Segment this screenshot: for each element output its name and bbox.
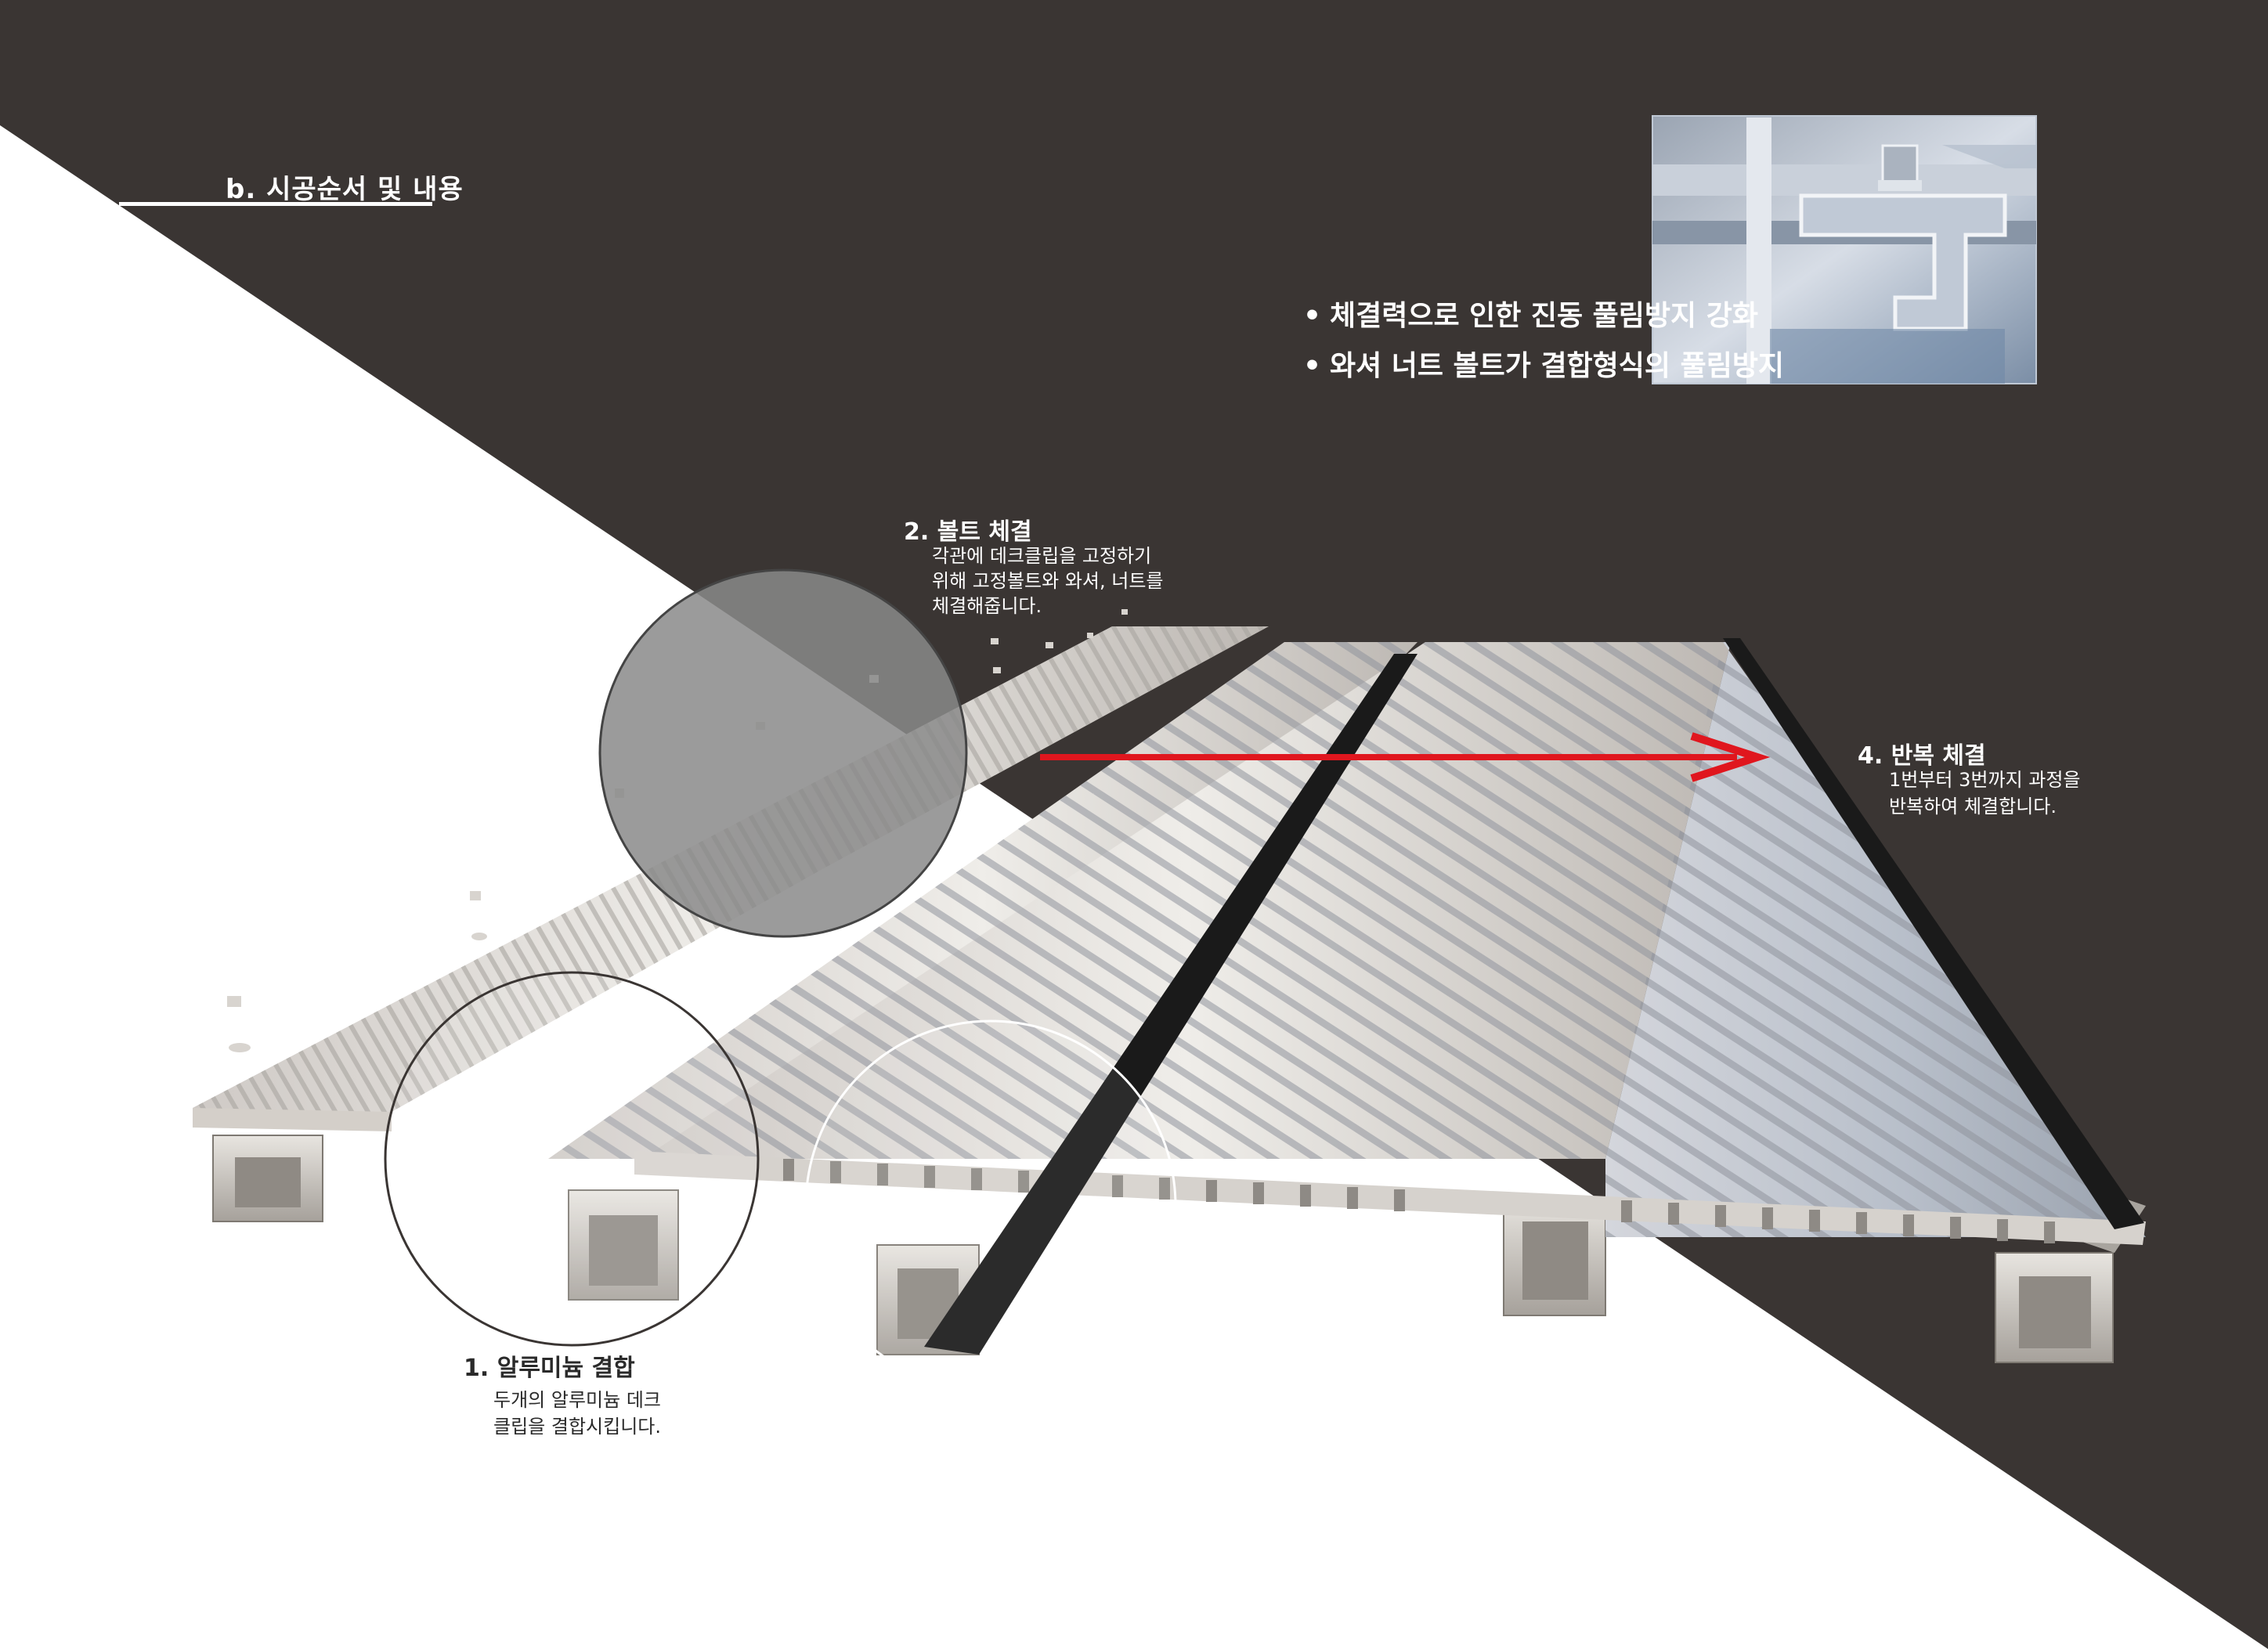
highlight-item: 체결력으로 인한 진동 풀림방지 강화 [1303, 291, 1784, 341]
step-3-desc-line: C타입 데크클립 사이에 [1289, 1314, 1470, 1336]
step-4-title: 4. 반복 체결 [1858, 742, 1986, 770]
step-2-desc-line: 위해 고정볼트와 와셔, 너트를 [932, 570, 1164, 592]
step-3-desc-line: 고무패킹을 삽입합니다. [1289, 1340, 1475, 1362]
step-1-desc-line: 두개의 알루미늄 데크 [493, 1389, 661, 1411]
step-3-title: 3. 고무패킹 삽입 [1256, 1286, 1428, 1313]
deck-illustration [193, 609, 2146, 1363]
highlight-item: 와셔 너트 볼트가 결합형식의 풀림방지 [1303, 341, 1784, 392]
highlight-list: 체결력으로 인한 진동 풀림방지 강화 와셔 너트 볼트가 결합형식의 풀림방지 [1303, 291, 1784, 392]
rubber-packing-strip [924, 654, 1418, 1355]
zoom-circle-icon [384, 568, 1177, 1392]
rubber-packing-strip-right [1723, 638, 2144, 1229]
repeat-arrow-icon [1040, 732, 1771, 782]
step-2-title: 2. 볼트 체결 [904, 518, 1032, 546]
step-1-desc-line: 클립을 결합시킵니다. [493, 1416, 661, 1438]
section-underline [119, 202, 432, 206]
section-title: b. 시공순서 및 내용 [226, 174, 464, 205]
step-4-desc-line: 1번부터 3번까지 과정을 [1889, 769, 2081, 791]
step-2-desc-line: 각관에 데크클립을 고정하기 [932, 545, 1152, 567]
step-2-desc-line: 체결해줍니다. [932, 595, 1042, 617]
step-4-desc-line: 반복하여 체결합니다. [1889, 796, 2057, 817]
step-1-title: 1. 알루미늄 결합 [464, 1355, 635, 1382]
